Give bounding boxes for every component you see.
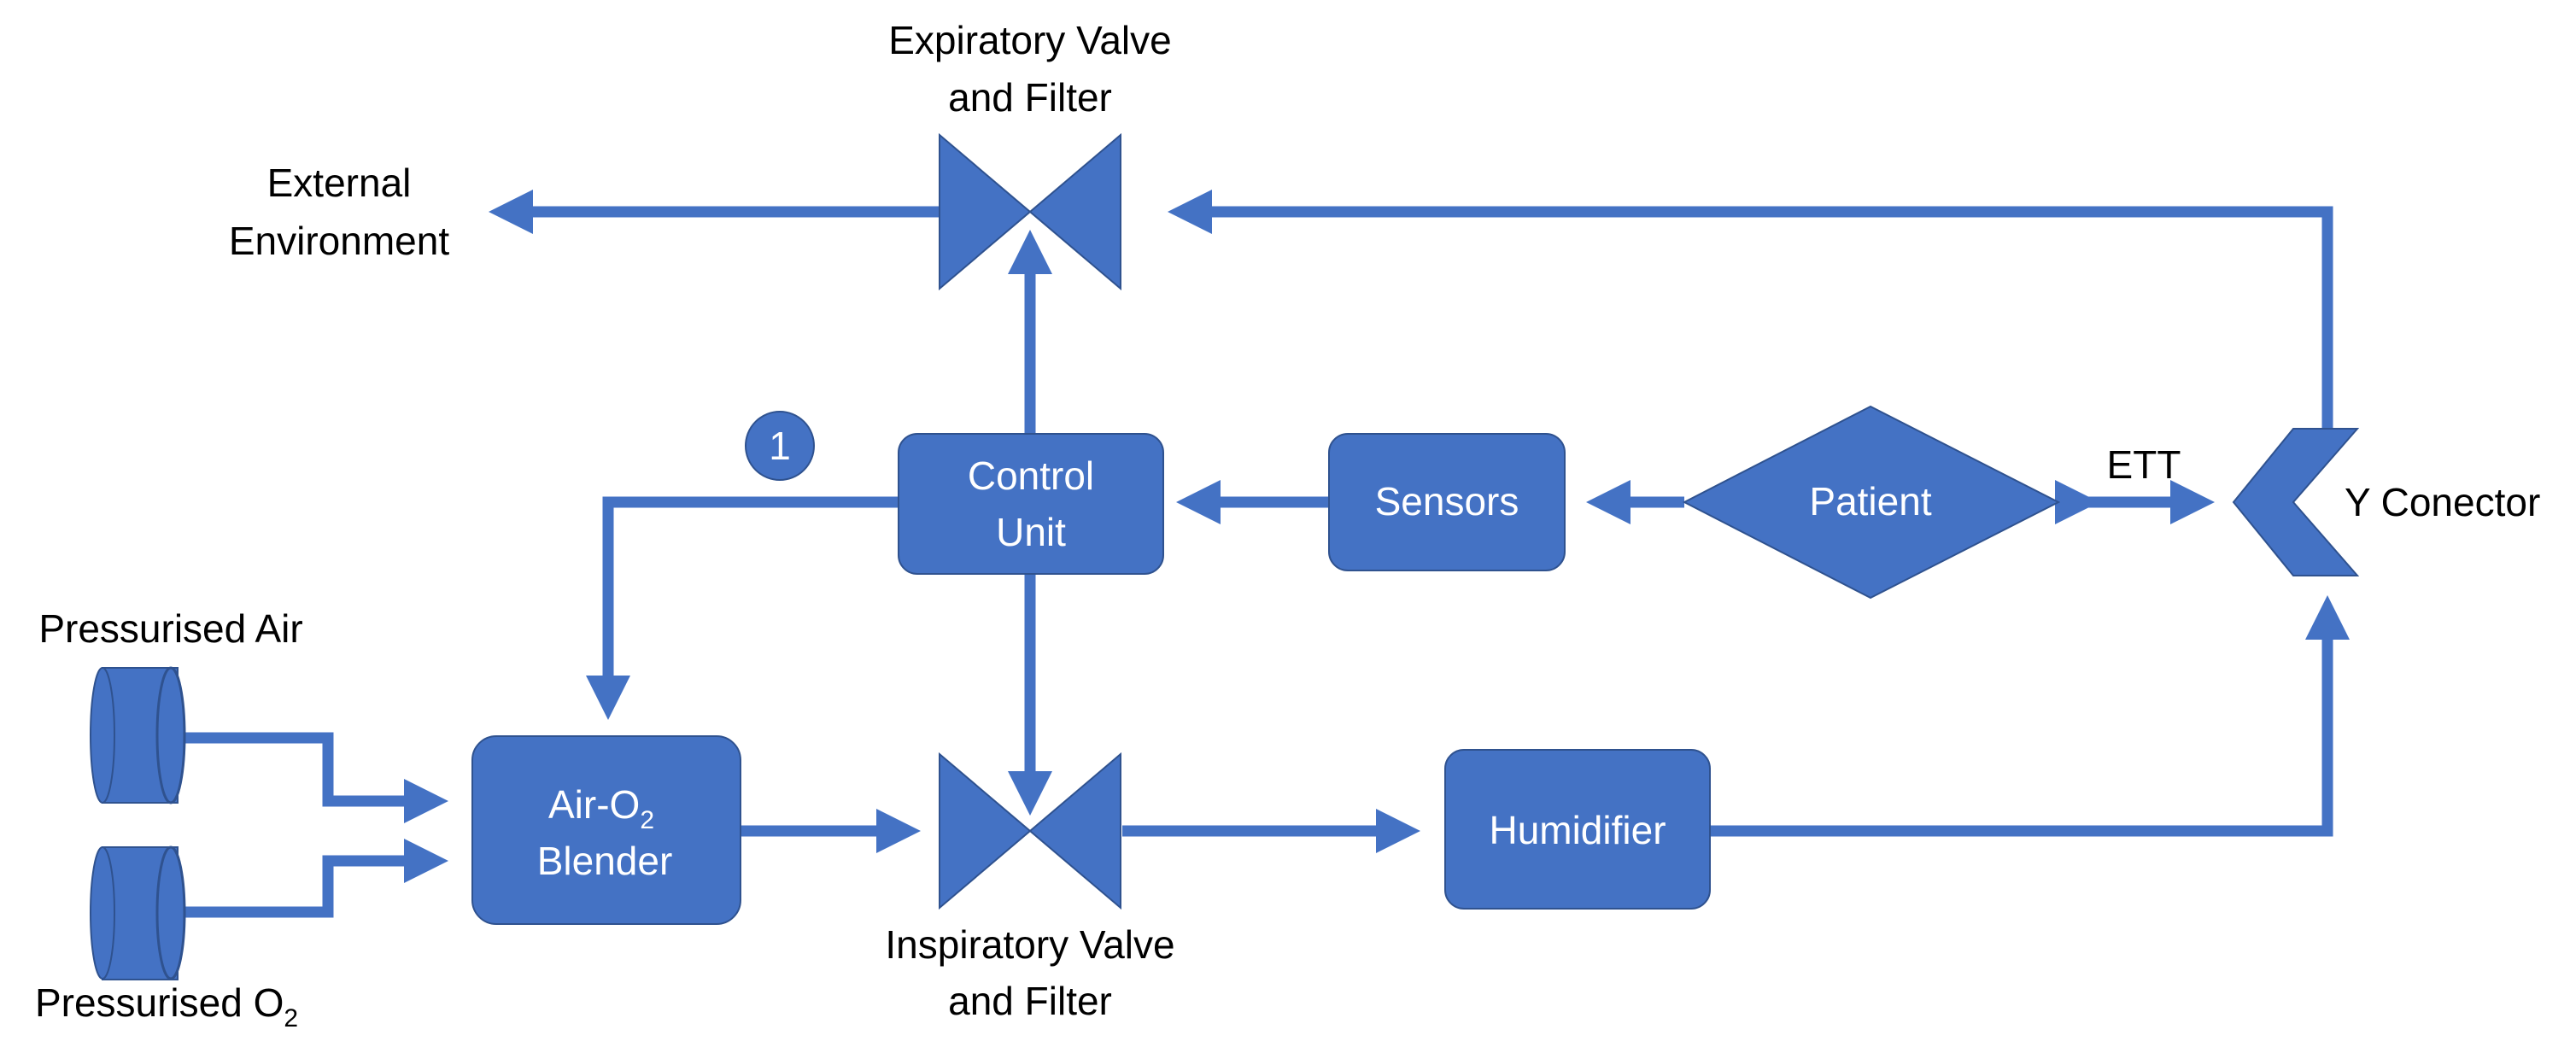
external-label-line2: Environment xyxy=(229,219,449,263)
expiratory-label-line2: and Filter xyxy=(948,75,1112,120)
control-unit-box xyxy=(898,433,1164,575)
y-connector-shape xyxy=(2232,428,2360,576)
sensors-box xyxy=(1328,433,1566,571)
pressurised-o2-subscript: 2 xyxy=(284,1004,298,1033)
air-cylinder xyxy=(90,666,186,804)
patient-label: Patient xyxy=(1809,479,1931,524)
pressurised-air-label: Pressurised Air xyxy=(38,606,302,651)
connector-air-to-blender xyxy=(178,732,448,823)
expiratory-label-line1: Expiratory Valve xyxy=(888,18,1172,62)
humidifier-label: Humidifier xyxy=(1489,808,1666,852)
blender-label-subscript: 2 xyxy=(640,806,654,834)
control-unit-label-line2: Unit xyxy=(996,510,1066,554)
inspiratory-label-line1: Inspiratory Valve xyxy=(885,922,1174,967)
inspiratory-valve xyxy=(939,752,1121,910)
ett-label: ETT xyxy=(2107,442,2181,487)
external-label-line1: External xyxy=(267,161,412,205)
blender-label-main: Air-O xyxy=(548,782,640,827)
control-unit-label-line1: Control xyxy=(968,453,1094,498)
humidifier-box xyxy=(1444,749,1711,910)
expiratory-valve xyxy=(939,132,1121,291)
sensors-label: Sensors xyxy=(1375,479,1519,524)
badge-1 xyxy=(745,411,815,481)
blender-box xyxy=(471,735,741,925)
inspiratory-label-line2: and Filter xyxy=(948,979,1112,1023)
blender-label-line2: Blender xyxy=(537,839,673,883)
badge-1-label: 1 xyxy=(769,424,791,468)
o2-cylinder xyxy=(90,845,186,980)
connector-humidifier-to-y xyxy=(1708,595,2350,837)
connector-control-to-blender xyxy=(586,496,899,720)
blender-label-line1: Air-O2 xyxy=(548,782,654,834)
pressurised-o2-main: Pressurised O xyxy=(35,980,284,1025)
patient-diamond xyxy=(1682,405,2061,600)
y-connector-label: Y Conector xyxy=(2345,480,2540,524)
pressurised-o2-label: Pressurised O2 xyxy=(35,980,298,1033)
connector-o2-to-blender xyxy=(178,839,448,918)
connector-y-to-expiratory xyxy=(1168,190,2333,431)
